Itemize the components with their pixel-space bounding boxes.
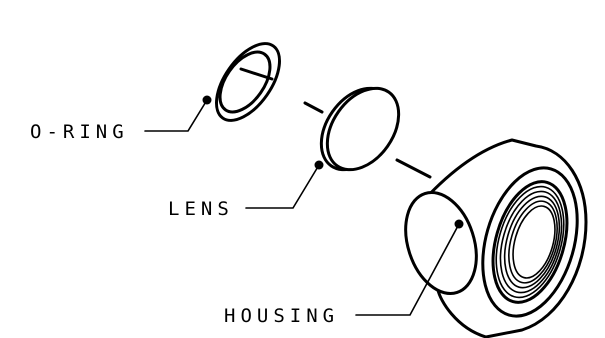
o-ring-label: O-RING <box>30 121 129 143</box>
o-ring-part <box>202 42 281 122</box>
lens-label: LENS <box>168 198 234 220</box>
leader-lines <box>144 99 460 316</box>
housing-thread-lines <box>495 185 565 299</box>
housing-label: HOUSING <box>224 305 339 327</box>
lens-part <box>314 86 401 172</box>
housing-part <box>404 138 588 338</box>
